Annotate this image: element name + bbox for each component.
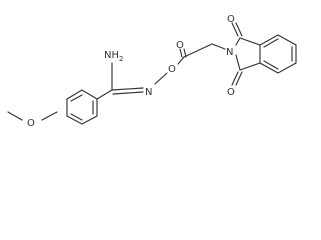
chemical-structure: NH2 N O O N O O O <box>7 14 297 129</box>
bond-ch2-n <box>211 43 226 50</box>
bond-c-bottom-ring <box>239 62 261 71</box>
atom-label-imide-n: N <box>226 47 233 58</box>
amidoxime-group <box>111 56 185 95</box>
atom-label-nh2: NH2 <box>104 50 123 63</box>
atom-label-oxime-n: N <box>145 87 152 98</box>
atom-label-carbonyl-o: O <box>176 40 184 51</box>
aromatic-inner-bond-1 <box>70 94 83 102</box>
methoxy-group <box>7 111 58 121</box>
bond-n-c-top <box>235 37 241 46</box>
bond-n-o <box>154 72 168 85</box>
double-bond-c-n-a <box>111 87 144 91</box>
bond-ring-amidine <box>96 89 113 100</box>
double-bond-c-n-b <box>112 91 144 95</box>
imide-co-top-b <box>235 22 243 37</box>
benzene-ring <box>66 89 113 125</box>
bond-methyl-o <box>7 111 23 121</box>
atom-label-imide-o-top: O <box>227 14 235 25</box>
bond-c-top-ring <box>239 37 261 46</box>
atom-label-imide-o-bottom: O <box>227 87 235 98</box>
bond-carbonyl-ch2 <box>183 43 213 58</box>
imide-co-bottom-b <box>235 71 243 86</box>
atom-label-oxime-o: O <box>168 64 176 75</box>
bond-o-carbonyl-c <box>177 56 185 65</box>
imide-co-bottom-a <box>231 71 239 86</box>
atom-label-methoxy-o: O <box>27 118 35 129</box>
bond-n-c-bottom <box>235 54 241 71</box>
phthalimide-aromatic-inner-3 <box>263 60 279 70</box>
aromatic-inner-bond-3 <box>70 113 83 121</box>
phthalimide-group <box>231 22 297 86</box>
imide-co-top-a <box>231 22 239 37</box>
double-bond-c-o-a <box>179 48 183 58</box>
ester-linker <box>179 43 226 58</box>
phthalimide-aromatic-inner-1 <box>263 38 279 48</box>
phthalimide-benzene-outline <box>259 34 297 74</box>
bond-o-ring <box>41 111 58 121</box>
